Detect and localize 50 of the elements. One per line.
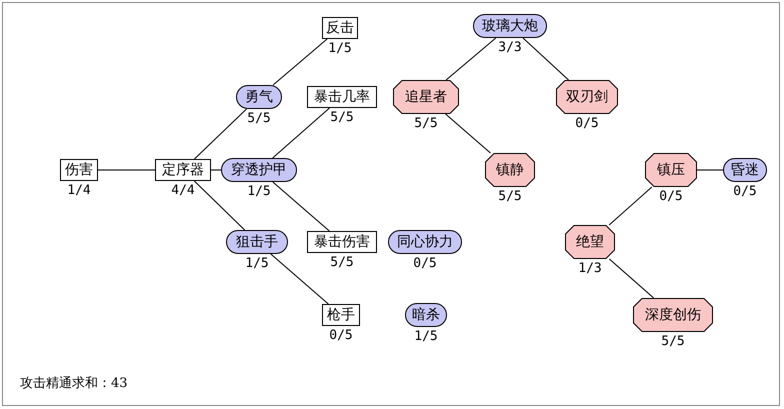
score-label: 5/5 bbox=[247, 111, 271, 126]
score-label: 1/4 bbox=[67, 183, 91, 198]
connector-line bbox=[272, 108, 330, 158]
skill-octagon: 追星者 bbox=[393, 80, 459, 114]
connector-line bbox=[270, 254, 329, 304]
connector-line bbox=[446, 38, 496, 80]
connector-line bbox=[608, 186, 652, 226]
skill-octagon: 镇静 bbox=[485, 153, 535, 187]
score-label: 0/5 bbox=[413, 256, 437, 271]
score-label: 0/5 bbox=[329, 328, 353, 343]
connector-line bbox=[522, 38, 570, 80]
score-label: 1/5 bbox=[328, 41, 352, 56]
skill-pill: 同心协力 bbox=[388, 230, 462, 254]
score-label: 3/3 bbox=[498, 40, 522, 55]
skill-octagon: 绝望 bbox=[565, 225, 615, 259]
score-label: 1/5 bbox=[414, 329, 438, 344]
skill-pill: 狙击手 bbox=[226, 230, 288, 254]
connector-line bbox=[272, 182, 330, 232]
skill-pill: 玻璃大炮 bbox=[473, 14, 547, 38]
skill-box: 暴击几率 bbox=[307, 86, 377, 108]
score-label: 1/5 bbox=[247, 184, 271, 199]
skill-box: 定序器 bbox=[155, 159, 211, 181]
score-label: 5/5 bbox=[661, 334, 685, 349]
skill-pill: 穿透护甲 bbox=[221, 158, 297, 182]
connector-line bbox=[194, 180, 246, 230]
skill-box: 枪手 bbox=[322, 304, 360, 326]
score-label: 0/5 bbox=[733, 184, 757, 199]
skill-box: 暴击伤害 bbox=[307, 231, 377, 253]
skill-octagon: 双刃剑 bbox=[556, 80, 618, 114]
connector-line bbox=[445, 114, 491, 154]
score-label: 5/5 bbox=[330, 255, 354, 270]
skill-pill: 勇气 bbox=[236, 85, 282, 109]
skill-pill: 昏迷 bbox=[723, 158, 767, 182]
skill-octagon: 镇压 bbox=[645, 153, 697, 187]
score-label: 0/5 bbox=[659, 189, 683, 204]
summary-text: 攻击精通求和：43 bbox=[20, 375, 128, 392]
skill-box: 伤害 bbox=[60, 159, 98, 181]
skill-box: 反击 bbox=[322, 17, 358, 39]
skill-pill: 暗杀 bbox=[405, 303, 447, 327]
score-label: 4/4 bbox=[171, 183, 195, 198]
skill-octagon: 深度创伤 bbox=[633, 298, 713, 332]
score-label: 1/5 bbox=[245, 256, 269, 271]
score-label: 0/5 bbox=[575, 116, 599, 131]
score-label: 1/3 bbox=[578, 261, 602, 276]
score-label: 5/5 bbox=[414, 116, 438, 131]
score-label: 5/5 bbox=[330, 110, 354, 125]
connector-line bbox=[194, 108, 247, 160]
connector-line bbox=[608, 258, 654, 298]
connector-line bbox=[272, 38, 328, 86]
score-label: 5/5 bbox=[498, 189, 522, 204]
